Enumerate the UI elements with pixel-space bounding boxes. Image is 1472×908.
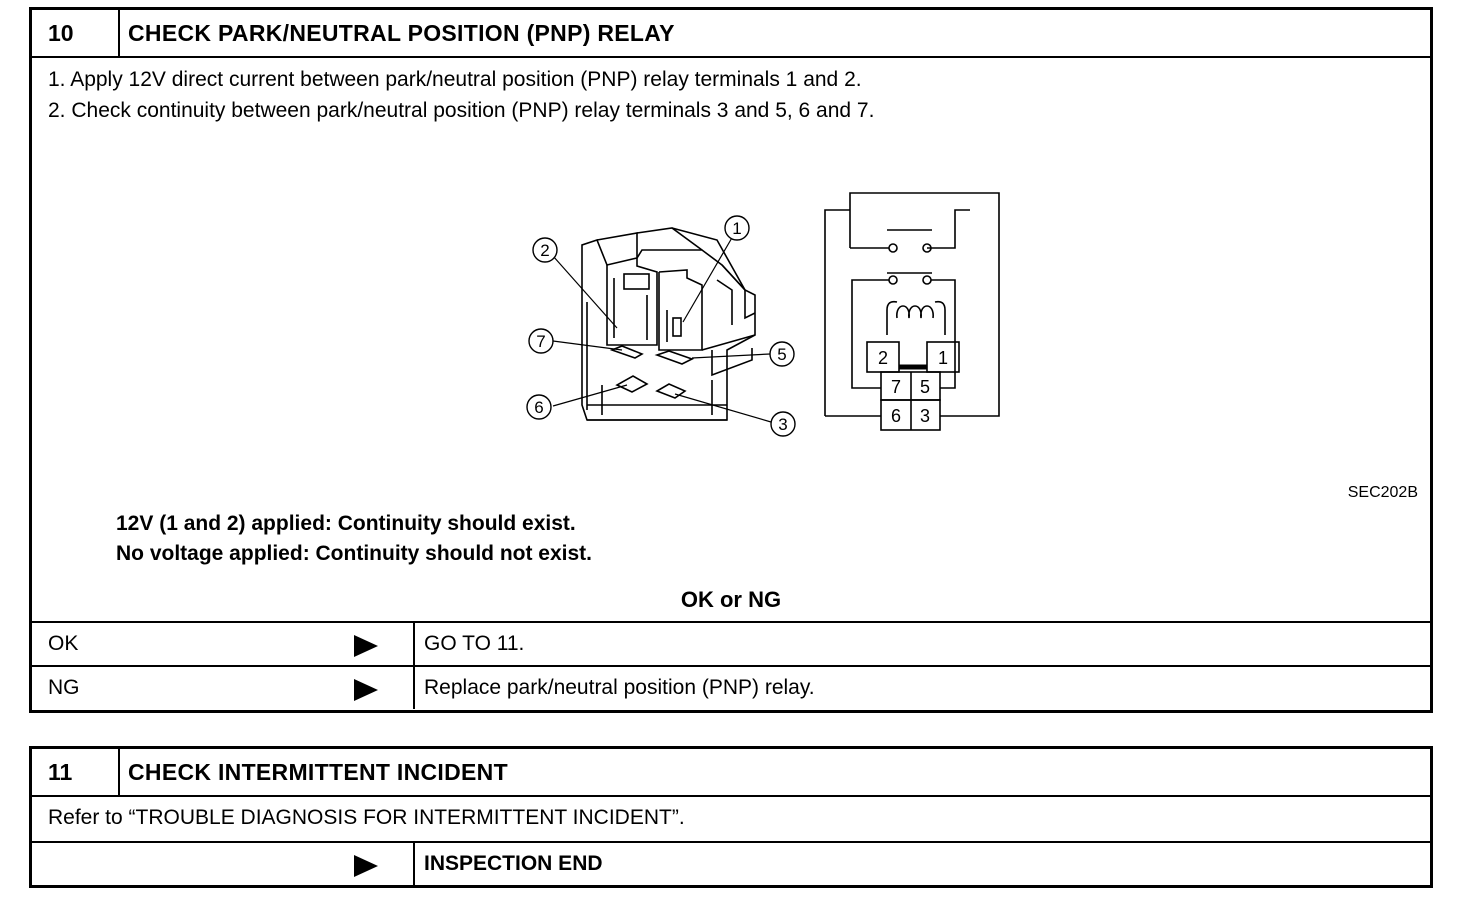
callout-3 [770,411,796,437]
callout-7 [528,328,554,354]
step-title: CHECK PARK/NEUTRAL POSITION (PNP) RELAY [128,20,675,46]
figure-code: SEC202B [1347,484,1418,501]
callout-5-label: 5 [777,345,786,364]
schematic-terminal-7: 7 [891,377,901,397]
result-action: INSPECTION END [424,852,603,875]
step-10-box: 10 CHECK PARK/NEUTRAL POSITION (PNP) REL… [29,7,1433,713]
relay-diagram: 1 2 7 5 6 3 [526,192,1000,437]
schematic-terminal-2: 2 [878,348,888,368]
callout-5 [769,341,795,367]
step-11-box: 11 CHECK INTERMITTENT INCIDENT Refer to … [29,746,1433,888]
schematic-terminal-3: 3 [920,406,930,426]
callout-2-label: 2 [540,241,549,260]
instruction-2: 2. Check continuity between park/neutral… [48,99,875,122]
refer-text: Refer to “TROUBLE DIAGNOSIS FOR INTERMIT… [48,806,685,829]
callout-7-label: 7 [536,332,545,351]
step-number: 10 [32,10,120,56]
arrow-right-icon [354,679,378,701]
step-10-header: 10 CHECK PARK/NEUTRAL POSITION (PNP) REL… [32,10,1430,58]
instruction-1: 1. Apply 12V direct current between park… [48,68,862,91]
condition-applied: 12V (1 and 2) applied: Continuity should… [116,512,576,535]
schematic-terminal-6: 6 [891,406,901,426]
step-number: 11 [32,749,120,795]
result-label: OK [48,632,79,655]
result-label: NG [48,676,80,699]
arrow-right-icon [354,635,378,657]
result-action: Replace park/neutral position (PNP) rela… [424,676,815,699]
ok-or-ng-question: OK or NG [680,587,782,612]
callout-1-label: 1 [732,219,741,238]
schematic-terminal-5: 5 [920,377,930,397]
callout-6 [526,394,552,420]
result-action: GO TO 11. [424,632,525,655]
schematic-terminal-1: 1 [938,348,948,368]
step-title: CHECK INTERMITTENT INCIDENT [128,759,508,785]
callout-3-label: 3 [778,415,787,434]
relay-connector-drawing [552,227,772,423]
callout-2 [532,237,558,263]
callout-6-label: 6 [534,398,543,417]
callout-1 [724,215,750,241]
result-row-ok: OK GO TO 11. [32,621,1430,665]
condition-no-voltage: No voltage applied: Continuity should no… [116,542,593,565]
result-row-ng: NG Replace park/neutral position (PNP) r… [32,665,1430,709]
relay-schematic [824,192,1000,431]
step-11-header: 11 CHECK INTERMITTENT INCIDENT [32,749,1430,797]
result-row-end: INSPECTION END [32,841,1430,885]
arrow-right-icon [354,855,378,877]
